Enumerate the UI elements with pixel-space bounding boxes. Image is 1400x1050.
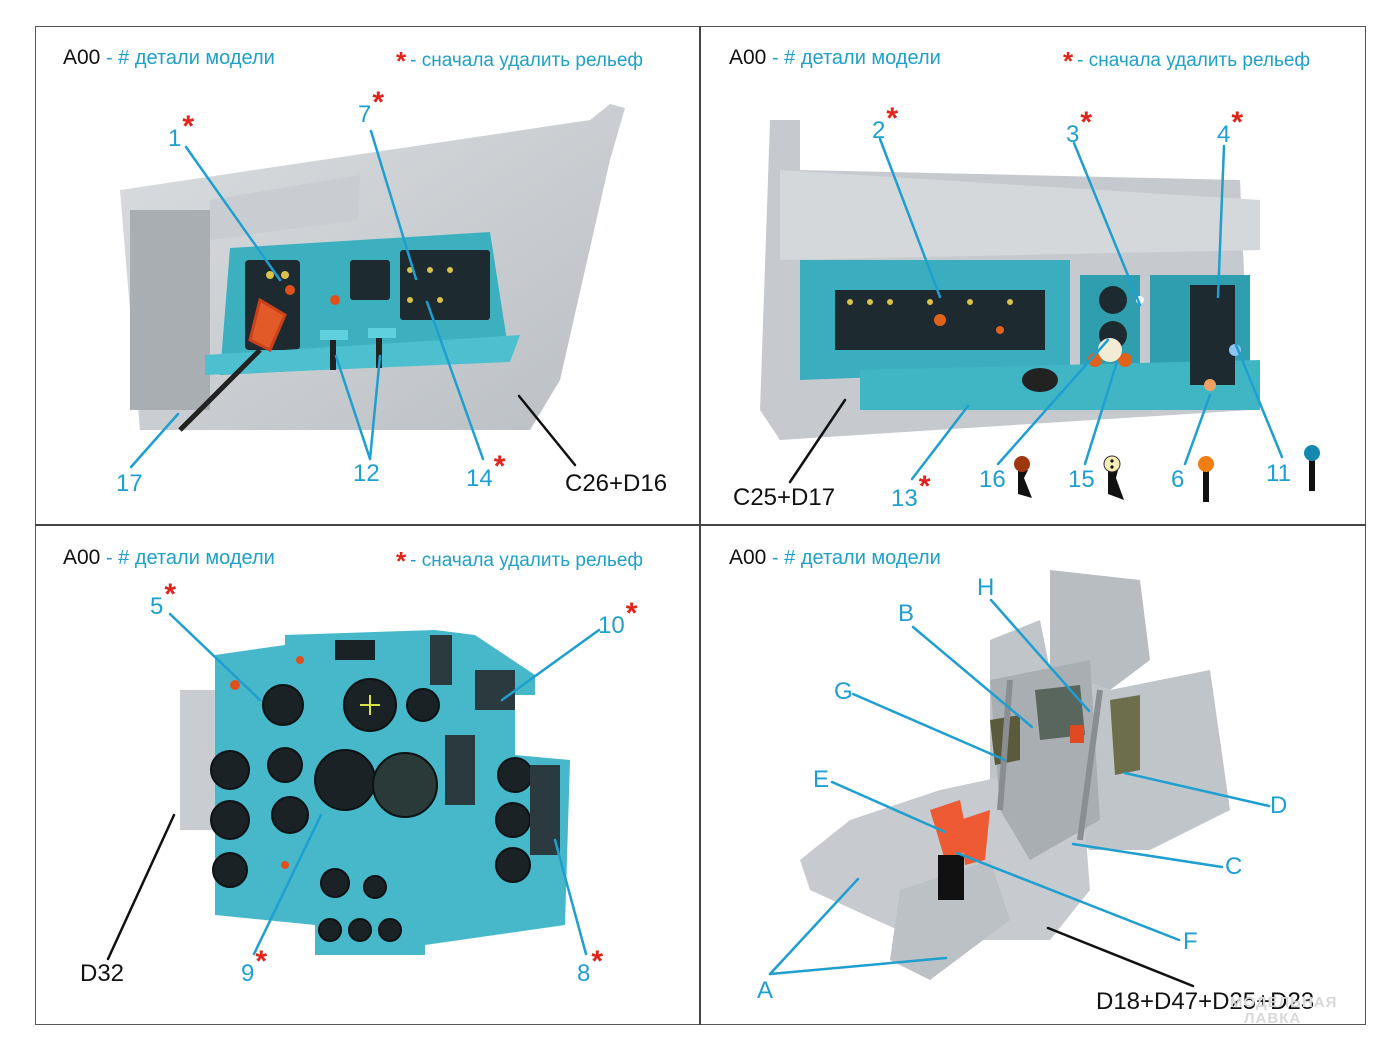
star-icon: * (396, 46, 407, 76)
callout-label: 4* (1217, 106, 1244, 148)
callout-label: 7* (358, 86, 385, 128)
legend-header: A00 - # детали модели (729, 546, 941, 570)
callout-label: D (1270, 792, 1288, 819)
callout-label: A (757, 977, 774, 1004)
legend-code-desc: - # детали модели (105, 47, 275, 69)
callout-label: 12 (353, 460, 380, 487)
part-code: C26+D16 (565, 470, 668, 497)
callout-label: 5* (150, 578, 177, 620)
relief-note-text: - сначала удалить рельеф (410, 50, 644, 71)
callout-label: 8* (577, 945, 604, 987)
callout-label: 2* (872, 102, 899, 144)
callout-label: E (813, 766, 830, 793)
relief-note-text: - сначала удалить рельеф (410, 550, 644, 571)
cream-dotted-knob-handle-icon (1103, 455, 1124, 500)
vertical-divider (699, 26, 701, 1025)
star-icon: * (1063, 46, 1074, 76)
legend-code: A00 (729, 46, 767, 69)
brown-knob-handle-icon (1014, 456, 1032, 498)
star-icon: * (164, 578, 177, 611)
callout-label: 9* (241, 945, 268, 987)
legend-code-desc: - # детали модели (105, 547, 275, 569)
callout-label: B (898, 600, 915, 627)
star-icon: * (255, 945, 268, 978)
part-code: D18+D47+D25+D23 (1096, 988, 1315, 1015)
callout-label: 16 (979, 466, 1006, 493)
callout-label: 1* (168, 110, 195, 152)
blue-knob-lever-icon (1304, 445, 1320, 491)
star-icon: * (396, 546, 407, 576)
instrument-panel-photo (180, 630, 570, 955)
legend-header: A00 - # детали модели (63, 546, 275, 570)
watermark: МОДЕЛЬНАЯ ЛАВКА (1230, 994, 1338, 1027)
star-icon: * (1080, 106, 1093, 139)
legend-code: A00 (63, 46, 101, 69)
star-icon: * (182, 110, 195, 143)
star-icon: * (372, 86, 385, 119)
legend-header: A00 - # детали модели (729, 46, 941, 70)
relief-note: *- сначала удалить рельеф (396, 46, 643, 77)
star-icon: * (625, 597, 638, 630)
orange-knob-lever-icon (1198, 456, 1214, 502)
part-code: D32 (80, 960, 125, 987)
callout-label: 14* (466, 450, 506, 492)
callout-label: F (1183, 928, 1198, 955)
star-icon: * (591, 945, 604, 978)
callout-label: C (1225, 853, 1243, 880)
ejection-seat-photo (800, 570, 1230, 980)
legend-code: A00 (63, 546, 101, 569)
callout-label: 13* (891, 470, 931, 512)
star-icon: * (1231, 106, 1244, 139)
callout-label: G (834, 678, 853, 705)
legend-code-desc: - # детали модели (771, 547, 941, 569)
callout-label: 10* (598, 597, 638, 639)
callout-label: 11 (1266, 460, 1291, 487)
star-icon: * (918, 470, 931, 503)
callout-label: 15 (1068, 466, 1095, 493)
relief-note: *- сначала удалить рельеф (396, 546, 643, 577)
part-code: C25+D17 (733, 484, 836, 511)
legend-header: A00 - # детали модели (63, 46, 275, 70)
sheet-frame (35, 26, 1366, 1025)
callout-label: 6 (1171, 466, 1185, 493)
relief-note-text: - сначала удалить рельеф (1077, 50, 1311, 71)
relief-note: *- сначала удалить рельеф (1063, 46, 1310, 77)
star-icon: * (493, 450, 506, 483)
right-console-photo (760, 120, 1260, 440)
callout-label: H (977, 574, 995, 601)
callout-label: 3* (1066, 106, 1093, 148)
callout-label: 17 (116, 470, 143, 497)
horizontal-divider (35, 524, 1366, 526)
legend-code: A00 (729, 546, 767, 569)
legend-code-desc: - # детали модели (771, 47, 941, 69)
star-icon: * (886, 102, 899, 135)
